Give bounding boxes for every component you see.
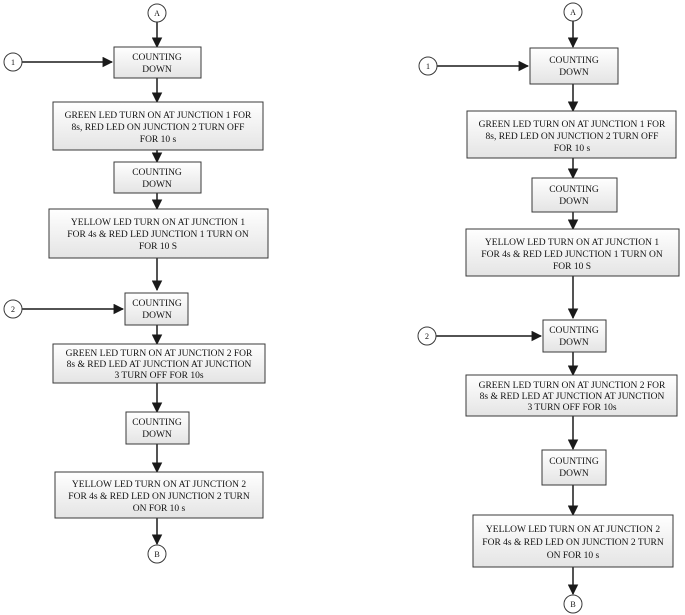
svg-text:A: A [570, 8, 576, 17]
green-led-junction-1-box: GREEN LED TURN ON AT JUNCTION 1 FOR 8s, … [52, 101, 264, 151]
svg-text:COUNTING: COUNTING [549, 457, 599, 467]
svg-text:COUNTING: COUNTING [132, 418, 182, 428]
svg-text:FOR 10 S: FOR 10 S [139, 242, 177, 252]
svg-text:DOWN: DOWN [559, 338, 589, 348]
counting-down-box: COUNTING DOWN [541, 449, 607, 486]
svg-text:DOWN: DOWN [559, 469, 589, 479]
svg-text:2: 2 [11, 305, 15, 314]
connector-2: 2 [417, 326, 437, 346]
svg-text:B: B [570, 600, 575, 609]
svg-text:FOR 4s & RED LED JUNCTION 1 TU: FOR 4s & RED LED JUNCTION 1 TURN ON [67, 230, 249, 240]
svg-text:COUNTING: COUNTING [549, 56, 599, 66]
svg-text:COUNTING: COUNTING [549, 326, 599, 336]
svg-text:FOR 10 s: FOR 10 s [554, 144, 591, 154]
svg-text:8s, RED LED ON JUNCTION 2 TURN: 8s, RED LED ON JUNCTION 2 TURN OFF [72, 123, 245, 133]
counting-down-box: COUNTING DOWN [529, 47, 619, 85]
svg-text:DOWN: DOWN [559, 68, 589, 78]
svg-text:8s & RED LED AT JUNCTION AT JU: 8s & RED LED AT JUNCTION AT JUNCTION [480, 392, 665, 402]
svg-text:DOWN: DOWN [142, 311, 172, 321]
svg-text:FOR 4s & RED LED ON JUNCTION 2: FOR 4s & RED LED ON JUNCTION 2 TURN [482, 538, 664, 548]
yellow-led-junction-1-box: YELLOW LED TURN ON AT JUNCTION 1 FOR 4s … [48, 208, 269, 259]
svg-text:DOWN: DOWN [142, 430, 172, 440]
connector-b: B [147, 544, 167, 564]
flowchart-left: A 1 2 B COUNTING DOWN GREEN LED TURN ON … [3, 3, 269, 564]
connector-a: A [147, 3, 167, 23]
yellow-led-junction-2-box: YELLOW LED TURN ON AT JUNCTION 2 FOR 4s … [472, 514, 674, 568]
svg-text:FOR 4s & RED LED ON JUNCTION 2: FOR 4s & RED LED ON JUNCTION 2 TURN [68, 492, 250, 502]
svg-text:1: 1 [426, 62, 430, 71]
counting-down-box: COUNTING DOWN [113, 161, 202, 194]
green-led-junction-2-box: GREEN LED TURN ON AT JUNCTION 2 FOR 8s &… [465, 374, 678, 417]
svg-text:8s & RED LED AT JUNCTION AT JU: 8s & RED LED AT JUNCTION AT JUNCTION [67, 360, 252, 370]
svg-text:GREEN LED TURN ON AT JUNCTION: GREEN LED TURN ON AT JUNCTION 2 FOR [479, 381, 666, 391]
svg-text:GREEN LED TURN ON AT JUNCTION: GREEN LED TURN ON AT JUNCTION 2 FOR [66, 349, 253, 359]
svg-text:YELLOW LED TURN ON AT JUNCTION: YELLOW LED TURN ON AT JUNCTION 1 [485, 238, 659, 248]
svg-text:2: 2 [425, 332, 429, 341]
yellow-led-junction-2-box: YELLOW LED TURN ON AT JUNCTION 2 FOR 4s … [54, 471, 264, 519]
svg-text:YELLOW LED TURN ON AT JUNCTION: YELLOW LED TURN ON AT JUNCTION 2 [72, 480, 246, 490]
svg-text:DOWN: DOWN [142, 65, 172, 75]
svg-text:B: B [154, 550, 159, 559]
green-led-junction-1-box: GREEN LED TURN ON AT JUNCTION 1 FOR 8s, … [466, 110, 677, 159]
green-led-junction-2-box: GREEN LED TURN ON AT JUNCTION 2 FOR 8s &… [52, 343, 266, 384]
svg-text:COUNTING: COUNTING [132, 299, 182, 309]
svg-text:A: A [154, 9, 160, 18]
connector-a: A [563, 2, 583, 22]
counting-down-box: COUNTING DOWN [531, 177, 618, 213]
svg-text:3 TURN OFF FOR 10s: 3 TURN OFF FOR 10s [527, 403, 616, 413]
svg-text:ON FOR 10 s: ON FOR 10 s [547, 551, 600, 561]
svg-text:COUNTING: COUNTING [132, 53, 182, 63]
svg-text:DOWN: DOWN [559, 197, 589, 207]
svg-text:YELLOW LED TURN ON AT JUNCTION: YELLOW LED TURN ON AT JUNCTION 1 [71, 218, 245, 228]
svg-text:GREEN LED TURN ON AT JUNCTION: GREEN LED TURN ON AT JUNCTION 1 FOR [479, 120, 666, 130]
svg-text:COUNTING: COUNTING [132, 168, 182, 178]
svg-text:FOR 4s & RED LED JUNCTION 1 TU: FOR 4s & RED LED JUNCTION 1 TURN ON [481, 250, 663, 260]
svg-text:8s, RED LED ON JUNCTION 2 TURN: 8s, RED LED ON JUNCTION 2 TURN OFF [486, 132, 659, 142]
counting-down-box: COUNTING DOWN [124, 292, 189, 326]
svg-text:3 TURN OFF FOR 10s: 3 TURN OFF FOR 10s [114, 371, 203, 381]
yellow-led-junction-1-box: YELLOW LED TURN ON AT JUNCTION 1 FOR 4s … [465, 228, 680, 277]
flowchart-right: A 1 2 B COUNTING DOWN GREEN LED TURN ON … [417, 2, 680, 614]
svg-text:DOWN: DOWN [142, 180, 172, 190]
svg-text:FOR 10 S: FOR 10 S [553, 262, 591, 272]
svg-text:GREEN LED TURN ON AT JUNCTION: GREEN LED TURN ON AT JUNCTION 1 FOR [65, 111, 252, 121]
counting-down-box: COUNTING DOWN [542, 319, 607, 353]
svg-text:YELLOW LED TURN ON AT JUNCTION: YELLOW LED TURN ON AT JUNCTION 2 [486, 525, 660, 535]
counting-down-box: COUNTING DOWN [113, 46, 202, 79]
svg-text:FOR 10 s: FOR 10 s [140, 135, 177, 145]
connector-1: 1 [3, 52, 23, 72]
svg-text:ON FOR 10 s: ON FOR 10 s [133, 504, 186, 514]
counting-down-box: COUNTING DOWN [125, 411, 190, 445]
connector-b: B [563, 594, 583, 614]
svg-text:COUNTING: COUNTING [549, 185, 599, 195]
svg-text:1: 1 [11, 58, 15, 67]
connector-2: 2 [3, 299, 23, 319]
connector-1: 1 [418, 56, 438, 76]
